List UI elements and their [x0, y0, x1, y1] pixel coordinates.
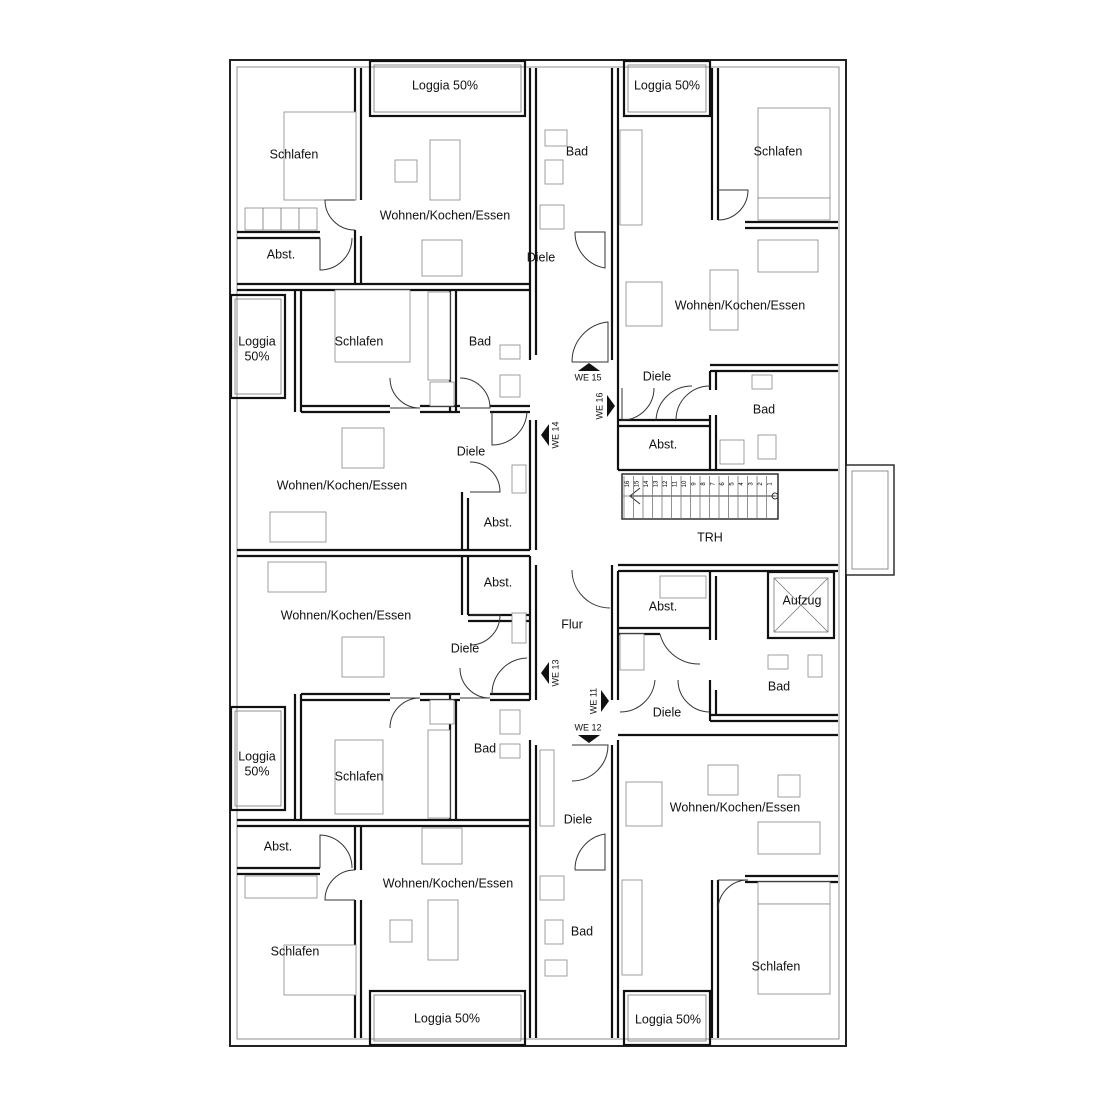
we14-arrow	[541, 424, 549, 446]
we15-arrow	[578, 363, 600, 371]
stair-step-number: 1	[767, 482, 773, 486]
stair-step-number: 4	[739, 482, 745, 486]
stair-step-number: 6	[720, 482, 726, 486]
we11-arrow	[601, 690, 609, 712]
label-wke-we11: Wohnen/Kochen/Essen	[670, 800, 800, 814]
stair-step-number: 13	[653, 480, 659, 487]
stair-step-number: 3	[748, 482, 754, 486]
stair-step-number: 12	[663, 480, 669, 487]
label-loggia-top-right: Loggia 50%	[634, 78, 700, 92]
label-abst-we14: Abst.	[484, 515, 513, 529]
right-projection	[845, 464, 895, 576]
stair-step-number: 14	[644, 480, 650, 487]
loggia-top-right-box	[622, 59, 712, 118]
furniture	[244, 107, 831, 996]
label-bad-we14: Bad	[469, 334, 491, 348]
label-loggia-low-left-2: 50%	[244, 764, 269, 778]
label-wke-bottom-left: Wohnen/Kochen/Essen	[383, 876, 513, 890]
loggia-low-left-box	[229, 705, 287, 812]
room-labels: Loggia 50% Loggia 50% Schlafen Wohnen/Ko…	[238, 78, 821, 1026]
stair-step-number: 15	[634, 480, 640, 487]
label-loggia-bottom-left: Loggia 50%	[414, 1011, 480, 1025]
label-aufzug: Aufzug	[783, 593, 822, 607]
label-we11: WE 11	[588, 688, 598, 714]
label-diele-we13: Diele	[451, 641, 480, 655]
loggia-mid-left-box	[229, 293, 287, 400]
label-loggia-bottom-right: Loggia 50%	[635, 1012, 701, 1026]
label-schlafen-top-left: Schlafen	[270, 147, 319, 161]
elevator	[766, 570, 836, 640]
label-schlafen-we13: Schlafen	[335, 769, 384, 783]
label-abst-bottom-left: Abst.	[264, 839, 293, 853]
label-abst-we16: Abst.	[649, 437, 678, 451]
label-loggia-mid-left-1: Loggia	[238, 334, 276, 348]
interior-walls	[237, 68, 838, 1038]
stair-step-number: 16	[625, 480, 631, 487]
label-loggia-top-left: Loggia 50%	[412, 78, 478, 92]
loggia-bottom-right-box	[622, 989, 712, 1047]
label-schlafen-we14: Schlafen	[335, 334, 384, 348]
label-schlafen-bottom-left: Schlafen	[271, 944, 320, 958]
label-we12: WE 12	[574, 722, 601, 732]
label-diele-top-mid: Diele	[527, 250, 556, 264]
label-schlafen-bottom-right: Schlafen	[752, 959, 801, 973]
stair-step-number: 10	[682, 480, 688, 487]
label-wke-top-left: Wohnen/Kochen/Essen	[380, 208, 510, 222]
label-loggia-low-left-1: Loggia	[238, 749, 276, 763]
we13-arrow	[541, 662, 549, 684]
stair-step-number: 11	[672, 480, 678, 487]
label-we14: WE 14	[550, 421, 560, 448]
label-wke-we14: Wohnen/Kochen/Essen	[277, 478, 407, 492]
stair-step-number: 8	[701, 482, 707, 486]
label-abst-flur: Abst.	[649, 599, 678, 613]
label-bad-we13: Bad	[474, 741, 496, 755]
label-diele-we11: Diele	[653, 705, 682, 719]
building-outline	[229, 59, 847, 1047]
label-bad-we11: Bad	[768, 679, 790, 693]
label-loggia-mid-left-2: 50%	[244, 349, 269, 363]
unit-labels: WE 15 WE 16 WE 14 WE 13 WE 11 WE 12	[550, 372, 604, 732]
unit-arrows	[541, 363, 615, 743]
label-flur: Flur	[561, 617, 583, 631]
label-diele-we16: Diele	[643, 369, 672, 383]
stair-step-number: 2	[758, 482, 764, 486]
label-wke-top-right: Wohnen/Kochen/Essen	[675, 298, 805, 312]
stair-step-number: 5	[729, 482, 735, 486]
label-abst-top-left: Abst.	[267, 247, 296, 261]
label-diele-we14: Diele	[457, 444, 486, 458]
label-we15: WE 15	[574, 372, 601, 382]
label-diele-we12: Diele	[564, 812, 593, 826]
label-we13: WE 13	[550, 659, 560, 686]
label-trh: TRH	[697, 530, 723, 544]
outer-walls	[229, 59, 847, 1047]
label-bad-bottom-mid: Bad	[571, 924, 593, 938]
loggia-bottom-left-box	[368, 989, 527, 1047]
door-swings	[319, 189, 749, 911]
stair-step-number: 7	[710, 482, 716, 486]
we12-arrow	[578, 735, 600, 743]
label-abst-we13: Abst.	[484, 575, 513, 589]
building-inner-outline	[236, 66, 840, 1040]
label-bad-we16: Bad	[753, 402, 775, 416]
loggias	[229, 59, 712, 1047]
label-wke-we13: Wohnen/Kochen/Essen	[281, 608, 411, 622]
label-schlafen-top-right: Schlafen	[754, 144, 803, 158]
we16-arrow	[607, 395, 615, 417]
loggia-top-left-box	[368, 59, 527, 118]
label-we16: WE 16	[594, 392, 604, 419]
stair-step-number: 9	[691, 482, 697, 486]
label-bad-top-mid: Bad	[566, 144, 588, 158]
